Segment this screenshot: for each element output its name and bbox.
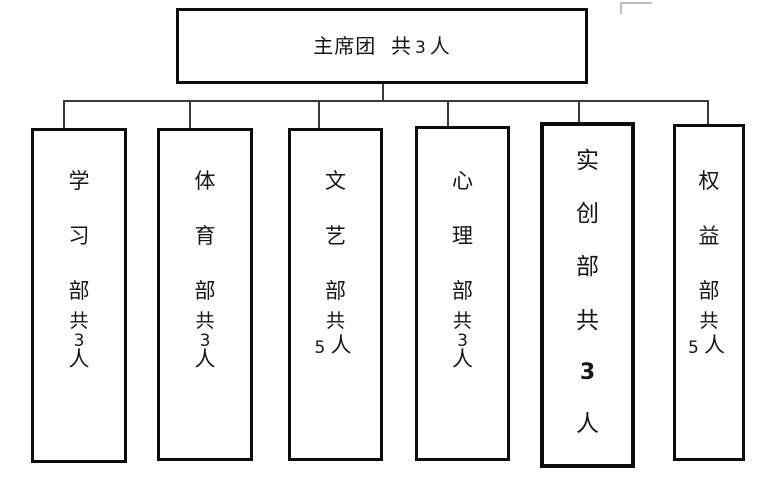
dept-unit: 人 [330, 332, 352, 357]
root-node-unit: 人 [429, 33, 451, 58]
dept-node-psychology[interactable]: 心 理 部 共 3 人 [415, 126, 510, 461]
connector-drop-3 [318, 100, 320, 128]
dept-char: 部 [576, 254, 599, 280]
dept-unit: 人 [452, 347, 473, 372]
dept-node-rights-label: 权 益 部 共 5 人 [676, 171, 742, 360]
connector-drop-4 [447, 100, 449, 126]
connector-root-stem [382, 84, 384, 101]
dept-char: 育 [194, 224, 216, 248]
dept-char: 艺 [325, 224, 346, 248]
dept-char: 益 [698, 224, 720, 248]
root-node-name: 主席团 [313, 33, 377, 58]
dept-count: 3 [579, 360, 596, 386]
dept-node-study-label: 学 习 部 共 3 人 [34, 171, 124, 370]
dept-count: 5 [314, 337, 326, 358]
dept-char: 习 [68, 224, 90, 248]
dept-node-study[interactable]: 学 习 部 共 3 人 [31, 128, 127, 463]
connector-drop-2 [189, 100, 191, 128]
dept-qty-label: 共 [325, 310, 345, 332]
dept-count-unit-pair: 5 人 [686, 334, 732, 360]
connector-drop-6 [707, 100, 709, 124]
dept-char: 实 [576, 148, 599, 174]
dept-char: 部 [698, 279, 720, 303]
connector-drop-1 [63, 100, 65, 128]
dept-node-arts-label: 文 艺 部 共 5 人 [291, 171, 380, 360]
dept-count: 3 [199, 330, 211, 351]
dept-char: 心 [452, 169, 473, 193]
dept-unit: 人 [576, 410, 599, 437]
dept-char: 部 [68, 279, 90, 303]
dept-node-arts[interactable]: 文 艺 部 共 5 人 [288, 128, 383, 461]
root-node-qty-label: 共 [390, 33, 412, 58]
dept-char: 部 [194, 279, 216, 303]
dept-count: 5 [688, 337, 699, 358]
dept-char: 权 [698, 169, 720, 193]
connector-drop-5 [578, 100, 580, 122]
dept-qty-label: 共 [452, 310, 472, 332]
dept-qty-label: 共 [699, 310, 719, 332]
dept-char: 学 [68, 169, 90, 193]
dept-qty-label: 共 [69, 310, 89, 332]
dept-count: 3 [457, 330, 468, 351]
dept-qty-label: 共 [195, 310, 215, 332]
connector-horizontal-bus [63, 100, 708, 102]
dept-node-innovation-label: 实 创 部 共 3 人 [544, 150, 631, 436]
dept-count-unit-pair: 5 人 [313, 334, 359, 360]
dept-char: 创 [576, 201, 599, 227]
dept-node-sports-label: 体 育 部 共 3 人 [160, 171, 250, 370]
dept-node-psychology-label: 心 理 部 共 3 人 [418, 171, 507, 370]
dept-unit: 人 [194, 347, 216, 372]
root-node-count: 3 [414, 37, 427, 58]
dept-node-sports[interactable]: 体 育 部 共 3 人 [157, 128, 253, 461]
dept-char: 部 [452, 279, 473, 303]
dept-unit: 人 [68, 347, 90, 372]
dept-char: 文 [325, 169, 346, 193]
dept-qty-label: 共 [576, 308, 599, 334]
dept-count: 3 [73, 330, 85, 351]
dept-node-innovation[interactable]: 实 创 部 共 3 人 [540, 122, 635, 468]
dept-unit: 人 [704, 332, 725, 357]
dept-node-rights[interactable]: 权 益 部 共 5 人 [673, 124, 745, 461]
dept-char: 部 [325, 279, 346, 303]
dept-char: 体 [194, 169, 216, 193]
stray-corner-artifact [620, 2, 652, 14]
dept-char: 理 [452, 224, 473, 248]
